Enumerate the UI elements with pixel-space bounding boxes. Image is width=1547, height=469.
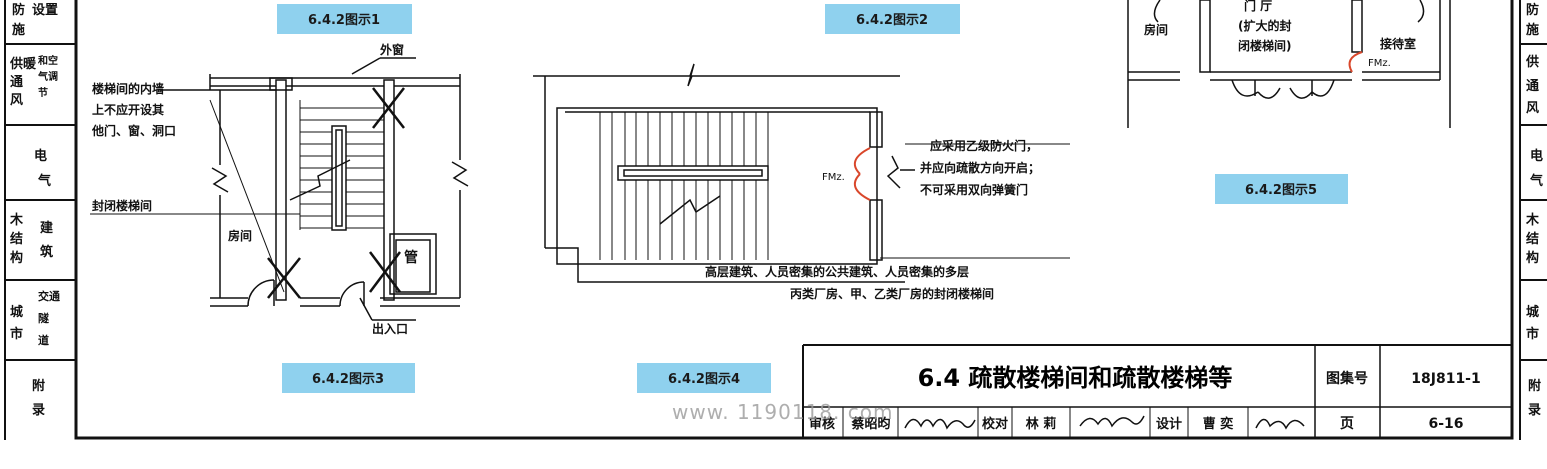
svg-text:录: 录 [1528, 403, 1541, 418]
svg-text:和空: 和空 [37, 54, 58, 67]
svg-text:防: 防 [1526, 2, 1539, 18]
svg-text:隧: 隧 [38, 311, 49, 325]
svg-text:木: 木 [9, 212, 24, 228]
svg-text:(扩大的封: (扩大的封 [1238, 18, 1292, 33]
svg-text:通: 通 [1526, 78, 1539, 94]
svg-text:他门、窗、洞口: 他门、窗、洞口 [91, 123, 176, 138]
page-label: 页 [1340, 416, 1354, 432]
svg-text:施: 施 [1526, 22, 1539, 38]
svg-text:交通: 交通 [38, 289, 60, 303]
svg-text:电: 电 [1530, 148, 1543, 164]
svg-text:审核: 审核 [809, 416, 835, 432]
fig1-text: 外窗 楼梯间的内墙 上不应开设其 他门、窗、洞口 封闭楼梯间 房间 管 出入口 [91, 42, 418, 336]
sidebar-left [4, 0, 75, 440]
svg-text:市: 市 [1526, 326, 1539, 342]
svg-text:城: 城 [1526, 304, 1539, 320]
svg-text:通: 通 [10, 74, 23, 90]
fig-tag-3: 6.4.2图示3 [282, 363, 415, 393]
svg-text:高层建筑、人员密集的公共建筑、人员密集的多层: 高层建筑、人员密集的公共建筑、人员密集的多层 [705, 264, 969, 279]
main-frame [74, 0, 1514, 440]
fig-tag-4: 6.4.2图示4 [637, 363, 771, 393]
svg-text:供: 供 [1525, 54, 1539, 70]
svg-text:附: 附 [32, 378, 45, 394]
svg-text:6.4.2图示5: 6.4.2图示5 [1245, 183, 1317, 198]
svg-text:结: 结 [10, 231, 23, 247]
svg-text:蔡昭昀: 蔡昭昀 [850, 416, 890, 432]
title-block-text: 6.4 疏散楼梯间和疏散楼梯等 图集号 18J811-1 审核 蔡昭昀 校对 林… [809, 364, 1481, 432]
fig5-hall-plan [1127, 0, 1451, 128]
svg-text:附: 附 [1528, 378, 1541, 394]
fig-tag-5: 6.4.2图示5 [1215, 174, 1348, 204]
sheet-title: 6.4 疏散楼梯间和疏散楼梯等 [918, 364, 1233, 392]
svg-text:上不应开设其: 上不应开设其 [92, 102, 164, 117]
svg-text:气: 气 [38, 173, 51, 189]
svg-text:道: 道 [38, 333, 49, 347]
svg-text:施: 施 [12, 22, 25, 38]
svg-text:房间: 房间 [1144, 22, 1168, 37]
svg-text:筑: 筑 [40, 244, 53, 260]
svg-text:6.4.2图示1: 6.4.2图示1 [308, 13, 380, 28]
svg-text:楼梯间的内墙: 楼梯间的内墙 [92, 81, 164, 96]
fig5-fire-door [1348, 51, 1363, 73]
fig-tag-2: 6.4.2图示2 [825, 4, 960, 34]
signatures [904, 415, 1305, 430]
svg-text:曹 奕: 曹 奕 [1203, 416, 1234, 432]
svg-text:闭楼梯间): 闭楼梯间) [1238, 38, 1292, 53]
svg-text:出入口: 出入口 [372, 321, 408, 336]
svg-text:应采用乙级防火门，: 应采用乙级防火门， [930, 138, 1038, 153]
svg-text:管: 管 [404, 249, 418, 266]
svg-text:FMz.: FMz. [822, 172, 845, 183]
svg-text:风: 风 [1526, 101, 1539, 116]
fig-tag-1: 6.4.2图示1 [277, 4, 412, 34]
fig2-fire-door [853, 147, 871, 201]
page-number: 6-16 [1428, 416, 1463, 432]
svg-text:并应向疏散方向开启；: 并应向疏散方向开启； [920, 160, 1040, 175]
svg-text:外窗: 外窗 [380, 42, 404, 57]
svg-text:建: 建 [40, 220, 53, 236]
svg-text:气调: 气调 [37, 70, 58, 83]
svg-text:电: 电 [34, 148, 47, 164]
svg-text:6.4.2图示2: 6.4.2图示2 [856, 13, 928, 28]
atlas-label: 图集号 [1326, 370, 1368, 387]
svg-text:结: 结 [1526, 231, 1539, 247]
svg-text:校对: 校对 [982, 416, 1008, 432]
fig2-text: FMz. 应采用乙级防火门， 并应向疏散方向开启； 不可采用双向弹簧门 高层建筑… [705, 138, 1040, 301]
svg-text:林 莉: 林 莉 [1026, 416, 1057, 432]
watermark: www. 1190118. com [672, 400, 893, 424]
fig5-text: 房间 门 厅 (扩大的封 闭楼梯间) 接待室 FMz. [1144, 0, 1416, 69]
svg-text:6.4.2图示3: 6.4.2图示3 [312, 372, 384, 387]
svg-text:录: 录 [32, 403, 45, 418]
svg-text:风: 风 [10, 93, 23, 108]
svg-text:供暖: 供暖 [9, 56, 37, 72]
svg-text:6.4.2图示4: 6.4.2图示4 [668, 372, 740, 387]
sidebar-right [1519, 0, 1547, 440]
svg-text:市: 市 [10, 326, 23, 342]
svg-text:不可采用双向弹簧门: 不可采用双向弹簧门 [920, 182, 1028, 197]
svg-text:节: 节 [38, 86, 48, 99]
svg-text:气: 气 [1530, 173, 1543, 189]
sidebar-right-labels: 防施 供通风 电气 木结构 城市 附录 [1525, 2, 1543, 418]
svg-text:设置: 设置 [32, 3, 58, 18]
svg-text:城: 城 [10, 304, 23, 320]
fig1-stair-plan [90, 57, 469, 321]
svg-text:封闭楼梯间: 封闭楼梯间 [92, 198, 152, 213]
title-block [802, 344, 1512, 438]
svg-text:设计: 设计 [1156, 416, 1182, 432]
fig2-stair-plan [533, 63, 1070, 283]
svg-text:木: 木 [1525, 212, 1540, 228]
svg-text:构: 构 [10, 250, 23, 266]
svg-text:丙类厂房、甲、乙类厂房的封闭楼梯间: 丙类厂房、甲、乙类厂房的封闭楼梯间 [790, 286, 994, 301]
svg-text:房间: 房间 [228, 228, 252, 243]
svg-text:接待室: 接待室 [1380, 36, 1416, 51]
svg-text:构: 构 [1526, 250, 1539, 266]
svg-text:FMz.: FMz. [1368, 58, 1391, 69]
atlas-number: 18J811-1 [1411, 371, 1480, 387]
svg-text:防: 防 [12, 2, 25, 18]
svg-text:门 厅: 门 厅 [1244, 0, 1272, 13]
